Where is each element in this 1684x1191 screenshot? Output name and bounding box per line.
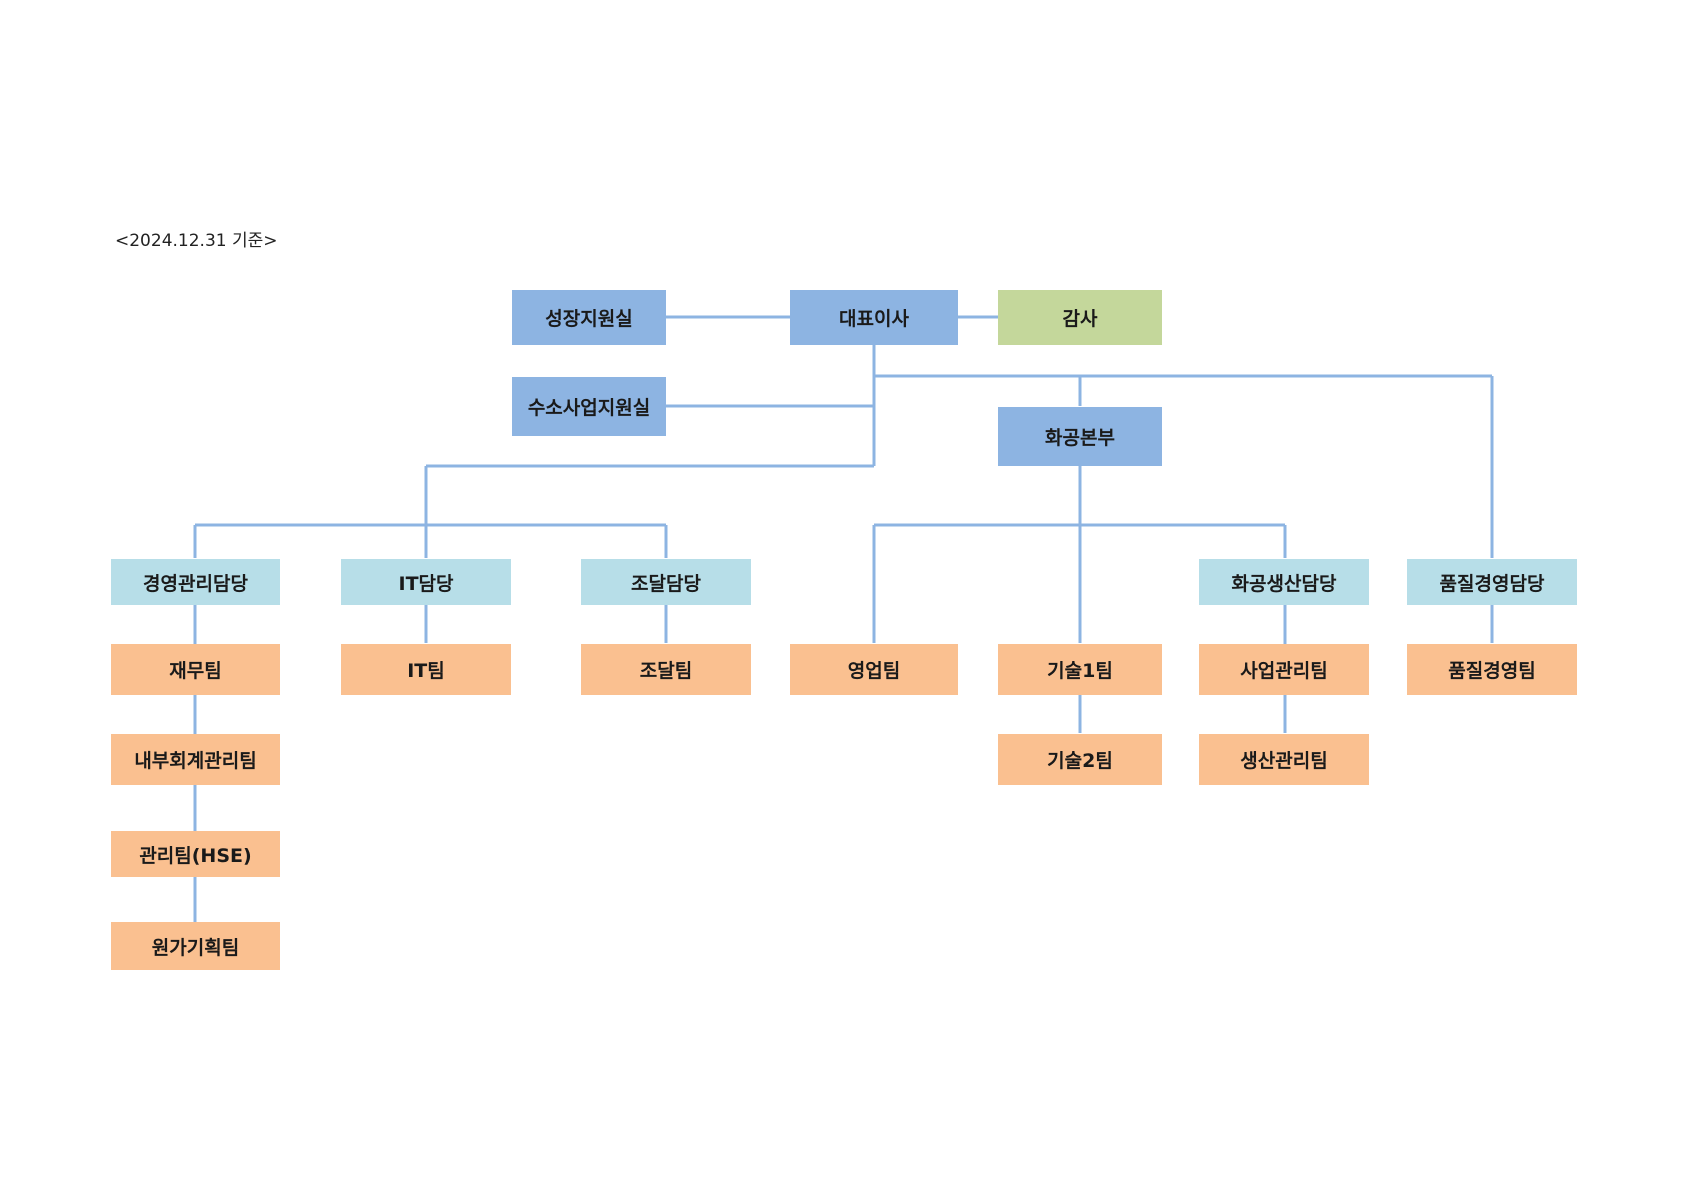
node-procure-division: 조달담당 <box>581 559 751 605</box>
node-quality-team: 품질경영팀 <box>1407 644 1577 695</box>
reference-date: <2024.12.31 기준> <box>115 231 278 251</box>
node-sales-team: 영업팀 <box>790 644 958 695</box>
node-chem-prod-division: 화공생산담당 <box>1199 559 1369 605</box>
node-growth-support: 성장지원실 <box>512 290 666 345</box>
node-biz-mgmt-team: 사업관리팀 <box>1199 644 1369 695</box>
node-prod-mgmt-team: 생산관리팀 <box>1199 734 1369 785</box>
node-it-division: IT담당 <box>341 559 511 605</box>
node-finance-team: 재무팀 <box>111 644 280 695</box>
node-it-team: IT팀 <box>341 644 511 695</box>
node-ceo: 대표이사 <box>790 290 958 345</box>
node-mgmt-division: 경영관리담당 <box>111 559 280 605</box>
node-procure-team: 조달팀 <box>581 644 751 695</box>
node-internal-acct-team: 내부회계관리팀 <box>111 734 280 785</box>
node-tech1-team: 기술1팀 <box>998 644 1162 695</box>
node-hydrogen-support: 수소사업지원실 <box>512 377 666 436</box>
node-admin-hse-team: 관리팀(HSE) <box>111 831 280 877</box>
node-tech2-team: 기술2팀 <box>998 734 1162 785</box>
node-cost-planning-team: 원가기획팀 <box>111 922 280 970</box>
node-chemical-hq: 화공본부 <box>998 407 1162 466</box>
node-quality-division: 품질경영담당 <box>1407 559 1577 605</box>
node-audit: 감사 <box>998 290 1162 345</box>
